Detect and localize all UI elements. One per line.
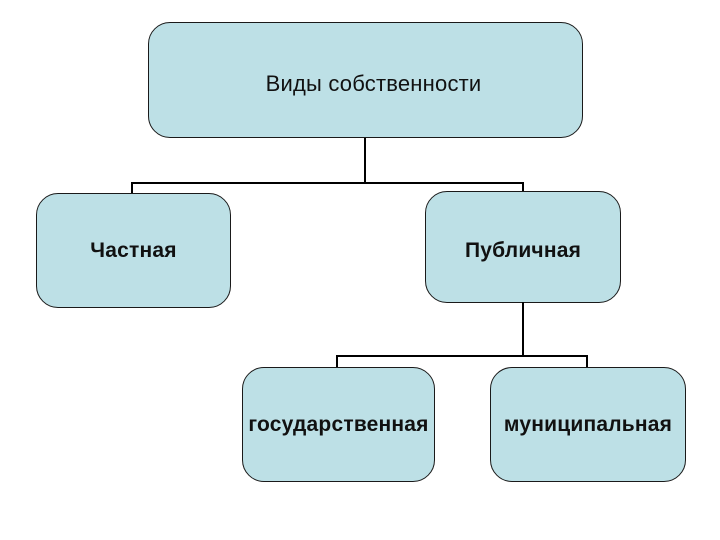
node-state-ownership: государственная: [242, 367, 435, 482]
connector-level2-horizontal: [336, 355, 588, 357]
connector-tick-municipal: [586, 355, 588, 367]
node-state-label: государственная: [248, 412, 429, 436]
connector-tick-private: [131, 182, 133, 193]
connector-tick-state: [336, 355, 338, 367]
node-public: Публичная: [425, 191, 621, 303]
connector-tick-public: [522, 182, 524, 191]
connector-level1-horizontal: [131, 182, 524, 184]
connector-public-vertical: [522, 302, 524, 356]
node-municipal-label: муниципальная: [503, 412, 673, 436]
node-ownership-types-root: Виды собственности: [148, 22, 583, 138]
node-public-label: Публичная: [464, 239, 582, 262]
node-municipal-ownership: муниципальная: [490, 367, 686, 482]
connector-root-vertical: [364, 138, 366, 183]
node-private: Частная: [36, 193, 231, 308]
node-root-label: Виды собственности: [265, 71, 482, 96]
node-private-label: Частная: [90, 238, 177, 262]
